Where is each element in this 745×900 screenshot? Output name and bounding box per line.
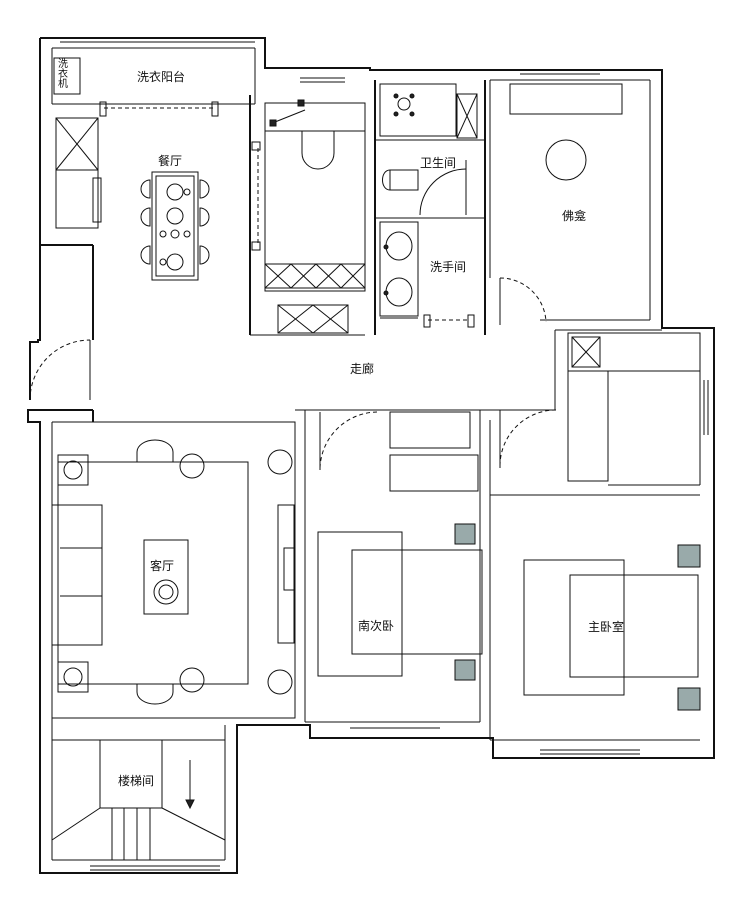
label-living: 客厅 [150,559,175,573]
corridor [295,329,709,486]
stairwell [51,739,226,871]
south-bedroom [304,410,483,729]
label-south-bedroom: 南次卧 [358,619,395,633]
label-shrine: 佛龛 [562,209,587,223]
label-stairwell: 楼梯间 [118,774,155,788]
bathroom [374,80,486,335]
living-room [51,439,295,705]
label-bathroom: 卫生间 [420,156,457,170]
label-washing-machine: 洗衣机 [58,59,68,90]
dining-table [140,171,210,281]
outer-walls [27,37,715,874]
kitchen [249,77,366,336]
master-bedroom [489,409,701,755]
entry-door [29,339,91,401]
shrine-room [489,69,651,325]
label-dining: 餐厅 [158,154,183,168]
label-corridor: 走廊 [350,362,375,376]
kitchen-cabinets [55,117,102,229]
label-washroom: 洗手间 [430,260,467,274]
fridge [55,169,99,229]
laundry-balcony [51,37,256,117]
washing-machine [53,57,81,95]
label-master-bedroom: 主卧室 [588,620,625,634]
label-laundry-balcony: 洗衣阳台 [137,70,186,84]
